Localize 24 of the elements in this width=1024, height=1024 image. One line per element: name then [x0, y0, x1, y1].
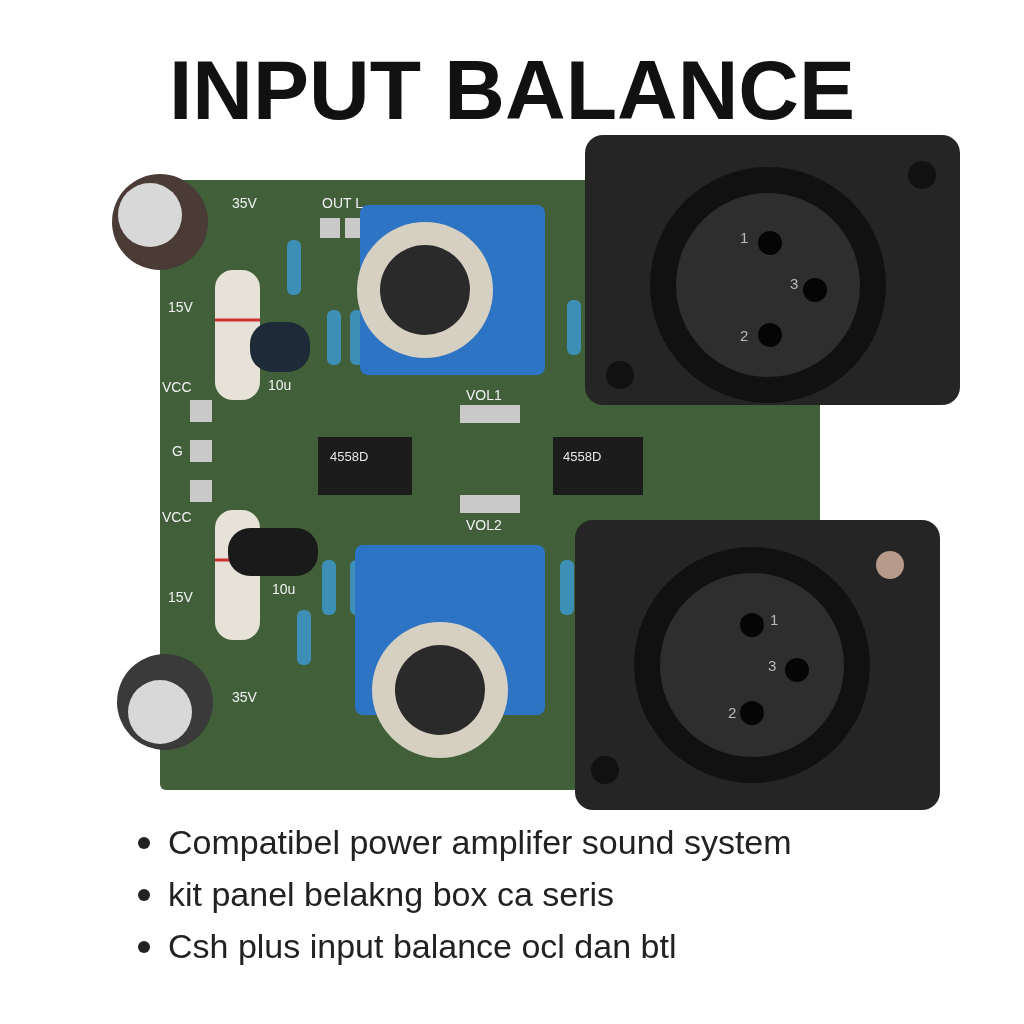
board-marking: OUT L	[322, 196, 363, 210]
board-marking: G	[172, 444, 183, 458]
board-marking: 35V	[232, 196, 257, 210]
board-marking: VOL2	[466, 518, 502, 532]
feature-text: kit panel belakng box ca seris	[168, 877, 615, 911]
pin-number: 2	[740, 328, 749, 343]
board-marking: 35V	[232, 690, 257, 704]
board-marking: VOL1	[466, 388, 502, 402]
pin-number: 1	[740, 230, 749, 245]
board-marking: 10u	[268, 378, 292, 392]
feature-text: Csh plus input balance ocl dan btl	[168, 929, 677, 963]
chip-marking: 4558D	[330, 450, 369, 463]
pin-number: 2	[728, 705, 737, 720]
pin-number: 1	[770, 612, 779, 627]
board-marking: 15V	[168, 590, 193, 604]
pin-number: 3	[790, 276, 799, 291]
chip-marking: 4558D	[563, 450, 602, 463]
title: INPUT BALANCE	[168, 48, 856, 132]
pin-number: 3	[768, 658, 777, 673]
feature-text: Compatibel power amplifer sound system	[168, 825, 792, 859]
board-marking: 15V	[168, 300, 193, 314]
board-marking: 10u	[272, 582, 296, 596]
board-marking: VCC	[162, 510, 192, 524]
board-marking: VCC	[162, 380, 192, 394]
